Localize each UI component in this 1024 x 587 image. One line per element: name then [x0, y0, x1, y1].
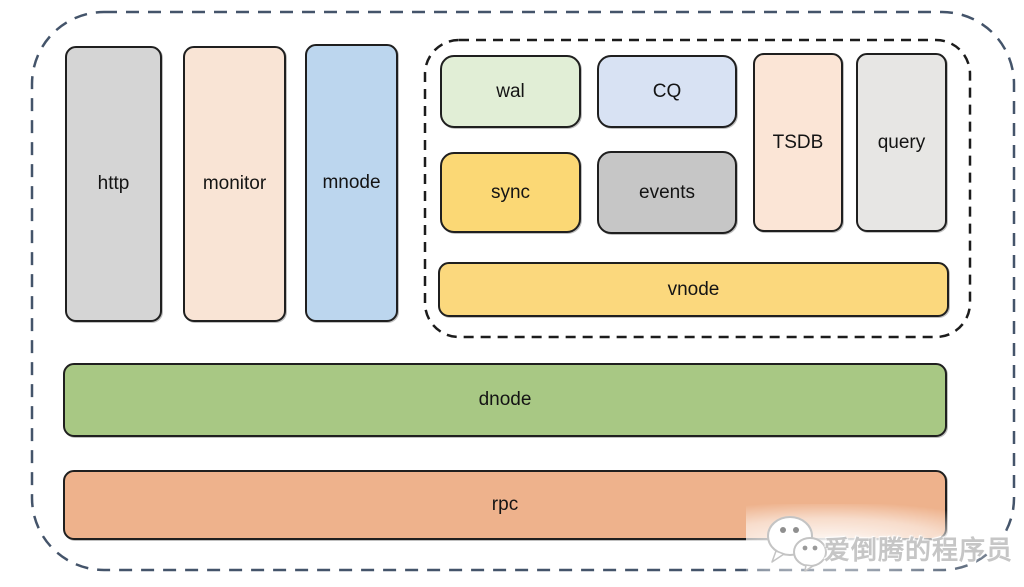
module-rpc: rpc: [63, 470, 947, 540]
module-sync: sync: [440, 152, 581, 233]
module-cq: CQ: [597, 55, 737, 128]
module-mnode: mnode: [305, 44, 398, 322]
module-events: events: [597, 151, 737, 234]
module-monitor: monitor: [183, 46, 286, 322]
module-tsdb: TSDB: [753, 53, 843, 232]
module-dnode: dnode: [63, 363, 947, 437]
module-http: http: [65, 46, 162, 322]
module-vnode: vnode: [438, 262, 949, 317]
module-wal: wal: [440, 55, 581, 128]
module-query: query: [856, 53, 947, 232]
